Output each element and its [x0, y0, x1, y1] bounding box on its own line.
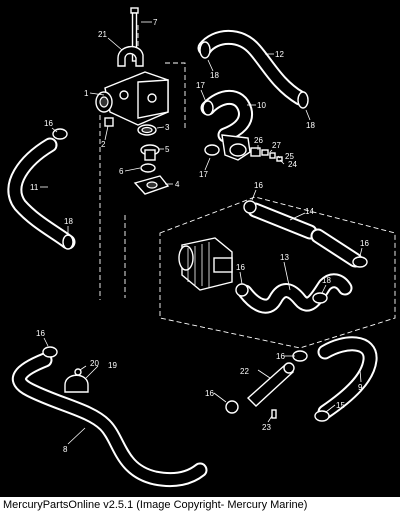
callout-12: 12: [275, 50, 284, 59]
callout-7: 7: [153, 18, 158, 27]
callout-16-a: 16: [44, 119, 53, 128]
screw-23: [271, 409, 277, 419]
elbow-fitting: [221, 134, 251, 161]
hose-12: [197, 29, 308, 106]
clip-21: [117, 46, 144, 67]
hose-13: [237, 273, 353, 314]
callout-24: 24: [288, 160, 297, 169]
fitting-26: [250, 147, 261, 157]
hose-10: [200, 89, 253, 143]
hose-11: [7, 137, 76, 250]
callout-18-d: 18: [322, 276, 331, 285]
callout-6: 6: [119, 167, 124, 176]
callout-16-d: 16: [236, 263, 245, 272]
callout-21: 21: [98, 30, 107, 39]
callout-5: 5: [165, 145, 170, 154]
bolt-7: [130, 7, 139, 62]
callout-25: 25: [285, 152, 294, 161]
callout-16-c: 16: [360, 239, 369, 248]
callout-16-e: 16: [36, 329, 45, 338]
callout-14: 14: [305, 207, 314, 216]
callout-22: 22: [240, 367, 249, 376]
fitting-27: [261, 149, 269, 156]
callout-4: 4: [175, 180, 180, 189]
callout-17-a: 17: [196, 81, 205, 90]
callout-1: 1: [84, 89, 89, 98]
gasket-4: [133, 175, 170, 195]
seal-6: [140, 163, 156, 173]
pump-assembly: [178, 237, 233, 291]
callout-15: 15: [336, 401, 345, 410]
assembly-outline: [159, 196, 396, 349]
hose-14: [247, 202, 363, 268]
callout-18-b: 18: [306, 121, 315, 130]
callout-26: 26: [254, 136, 263, 145]
callout-3: 3: [165, 123, 170, 132]
thermostat-housing-1: [95, 71, 169, 126]
parts-diagram: 7 21 1 2 3 5 6 4 18 12 18 10 17 17 16 11…: [7, 7, 396, 488]
callout-16-g: 16: [205, 389, 214, 398]
fitting-25: [269, 152, 276, 159]
leader-lines: [40, 21, 363, 445]
callout-18-c: 18: [64, 217, 73, 226]
pipe-22: [246, 362, 295, 407]
plug-2: [104, 117, 114, 127]
clamp-19: [64, 368, 89, 393]
callout-27: 27: [272, 141, 281, 150]
hose-8: [12, 352, 208, 488]
callout-2: 2: [101, 140, 106, 149]
callout-17-b: 17: [199, 170, 208, 179]
callout-18-a: 18: [210, 71, 219, 80]
image-caption: MercuryPartsOnline v2.5.1 (Image Copyrig…: [0, 497, 400, 514]
callout-9: 9: [358, 383, 363, 392]
callout-16-f: 16: [276, 352, 285, 361]
callout-19: 19: [108, 361, 117, 370]
callout-16-b: 16: [254, 181, 263, 190]
callout-23: 23: [262, 423, 271, 432]
guide-line: [165, 62, 186, 130]
callout-13: 13: [280, 253, 289, 262]
hose-9: [317, 336, 378, 420]
callout-11: 11: [30, 183, 39, 192]
callout-20: 20: [90, 359, 99, 368]
callout-8: 8: [63, 445, 68, 454]
callout-labels: 7 21 1 2 3 5 6 4 18 12 18 10 17 17 16 11…: [30, 18, 369, 454]
callout-10: 10: [257, 101, 266, 110]
thermostat-5: [140, 144, 160, 161]
